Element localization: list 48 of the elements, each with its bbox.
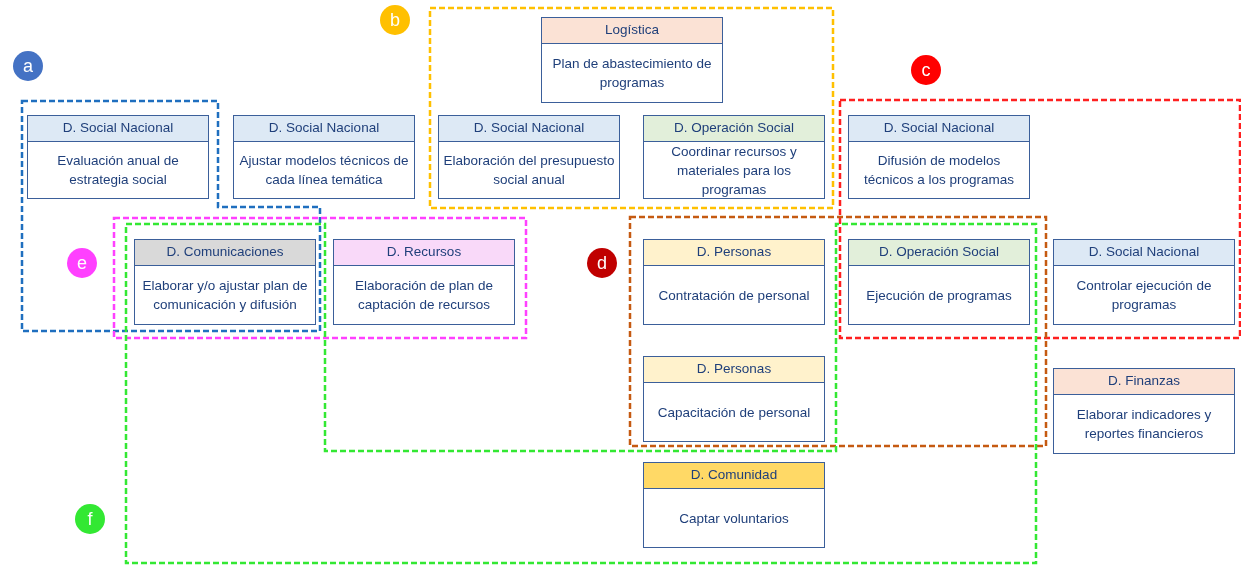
callout-letter: e [67, 248, 97, 278]
process-card [233, 115, 415, 199]
process-card [438, 115, 620, 199]
process-card [848, 115, 1030, 199]
task-text: Evaluación anual de estrategia social [56, 152, 180, 189]
department-header: D. Finanzas [1054, 369, 1234, 395]
department-header: D. Personas [644, 240, 824, 266]
process-card [541, 17, 723, 103]
callout-letter: c [911, 55, 941, 85]
process-card [643, 239, 825, 325]
task-text: Coordinar recursos y materiales para los programas [670, 142, 798, 199]
task-text: Elaborar y/o ajustar plan de comunicación y difusión [141, 277, 309, 314]
department-header: D. Social Nacional [234, 116, 414, 142]
task-text: Elaboración de plan de captación de recursos [353, 277, 495, 314]
task-text: Captar voluntarios [679, 509, 789, 528]
department-header: D. Social Nacional [28, 116, 208, 142]
department-header: D. Social Nacional [1054, 240, 1234, 266]
process-card [848, 239, 1030, 325]
department-header: D. Recursos [334, 240, 514, 266]
department-header: D. Social Nacional [439, 116, 619, 142]
department-header: Logística [542, 18, 722, 44]
department-header: D. Operación Social [644, 116, 824, 142]
task-text: Elaboración del presupuesto social anual [443, 152, 615, 189]
callout-letter: a [13, 51, 43, 81]
callout-letter: f [75, 504, 105, 534]
task-text: Controlar ejecución de programas [1075, 277, 1213, 314]
department-header: D. Operación Social [849, 240, 1029, 266]
callout-letter: b [380, 5, 410, 35]
task-text: Elaborar indicadores y reportes financieros [1075, 406, 1213, 443]
department-header: D. Comunicaciones [135, 240, 315, 266]
task-text: Plan de abastecimiento de programas [551, 55, 713, 92]
task-text: Capacitación de personal [657, 403, 811, 422]
callout-letter: d [587, 248, 617, 278]
process-card [643, 115, 825, 199]
process-card [134, 239, 316, 325]
task-text: Ejecución de programas [866, 286, 1012, 305]
process-card [643, 462, 825, 548]
department-header: D. Personas [644, 357, 824, 383]
task-text: Contratación de personal [658, 286, 810, 305]
process-card [643, 356, 825, 442]
process-card [1053, 368, 1235, 454]
department-header: D. Comunidad [644, 463, 824, 489]
process-card [27, 115, 209, 199]
task-text: Difusión de modelos técnicos a los programas [862, 152, 1016, 189]
process-card [1053, 239, 1235, 325]
task-text: Ajustar modelos técnicos de cada línea temática [238, 152, 410, 189]
process-card [333, 239, 515, 325]
department-header: D. Social Nacional [849, 116, 1029, 142]
